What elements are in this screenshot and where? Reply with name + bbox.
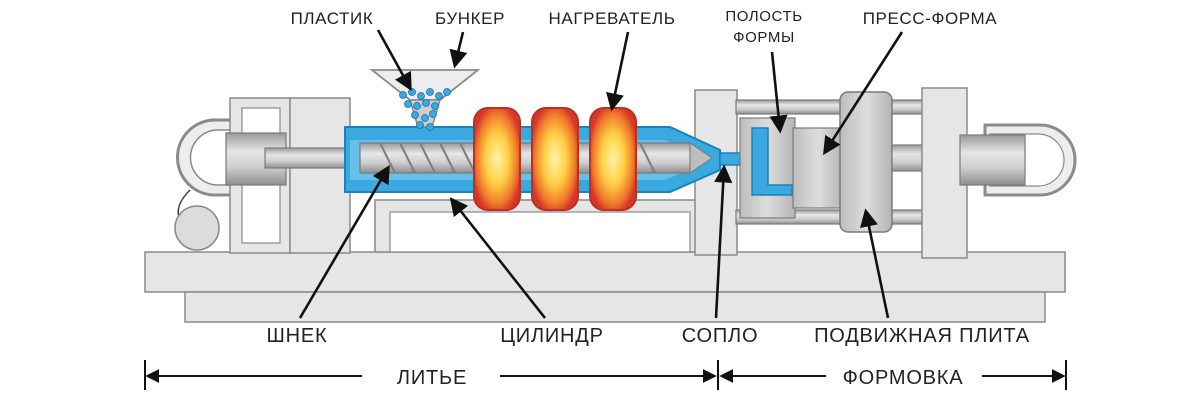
clamping-unit	[735, 87, 1077, 259]
label-nozzle: СОПЛО	[682, 325, 759, 347]
tie-bar-top	[735, 99, 927, 115]
hydraulic-cylinder-left	[174, 97, 291, 254]
section-clamping: ФОРМОВКА	[719, 360, 1067, 390]
motor-ball	[174, 205, 220, 251]
label-mold-cavity-line2: ФОРМЫ	[733, 29, 795, 46]
pointer-arrows	[298, 29, 904, 319]
machine-base	[144, 251, 1066, 323]
arrow-plastic	[376, 29, 412, 92]
heater-band-2	[531, 107, 579, 211]
mold-half	[792, 127, 844, 209]
injection-frame	[289, 89, 738, 256]
label-moving-platen: ПОДВИЖНАЯ ПЛИТА	[814, 325, 1030, 347]
label-hopper: БУНКЕР	[435, 9, 505, 28]
label-screw: ШНЕК	[267, 325, 328, 347]
label-barrel: ЦИЛИНДР	[500, 325, 604, 347]
heater-band-3	[589, 107, 637, 211]
plastic-pellets	[399, 88, 451, 131]
arrow-screw	[298, 164, 390, 319]
heater-bands	[473, 107, 637, 211]
label-plastic: ПЛАСТИК	[291, 9, 374, 28]
moving-platen	[839, 91, 893, 233]
heater-band-1	[473, 107, 521, 211]
label-mold-cavity-line1: ПОЛОСТЬ	[725, 8, 802, 25]
mold-cavity	[751, 127, 793, 196]
label-injection: ЛИТЬЕ	[397, 367, 467, 389]
arrow-barrel	[449, 197, 547, 319]
arrow-nozzle	[714, 164, 733, 319]
arrow-hopper	[449, 31, 468, 69]
label-mold: ПРЕСС-ФОРМА	[863, 9, 998, 28]
arrow-heater	[606, 31, 630, 112]
label-clamping: ФОРМОВКА	[843, 367, 964, 389]
section-injection: ЛИТЬЕ	[144, 360, 719, 390]
arrow-mold-cavity	[769, 51, 788, 134]
label-heater: НАГРЕВАТЕЛЬ	[549, 9, 676, 28]
arrow-mold	[823, 31, 904, 156]
arrow-moving-platen	[860, 208, 890, 319]
